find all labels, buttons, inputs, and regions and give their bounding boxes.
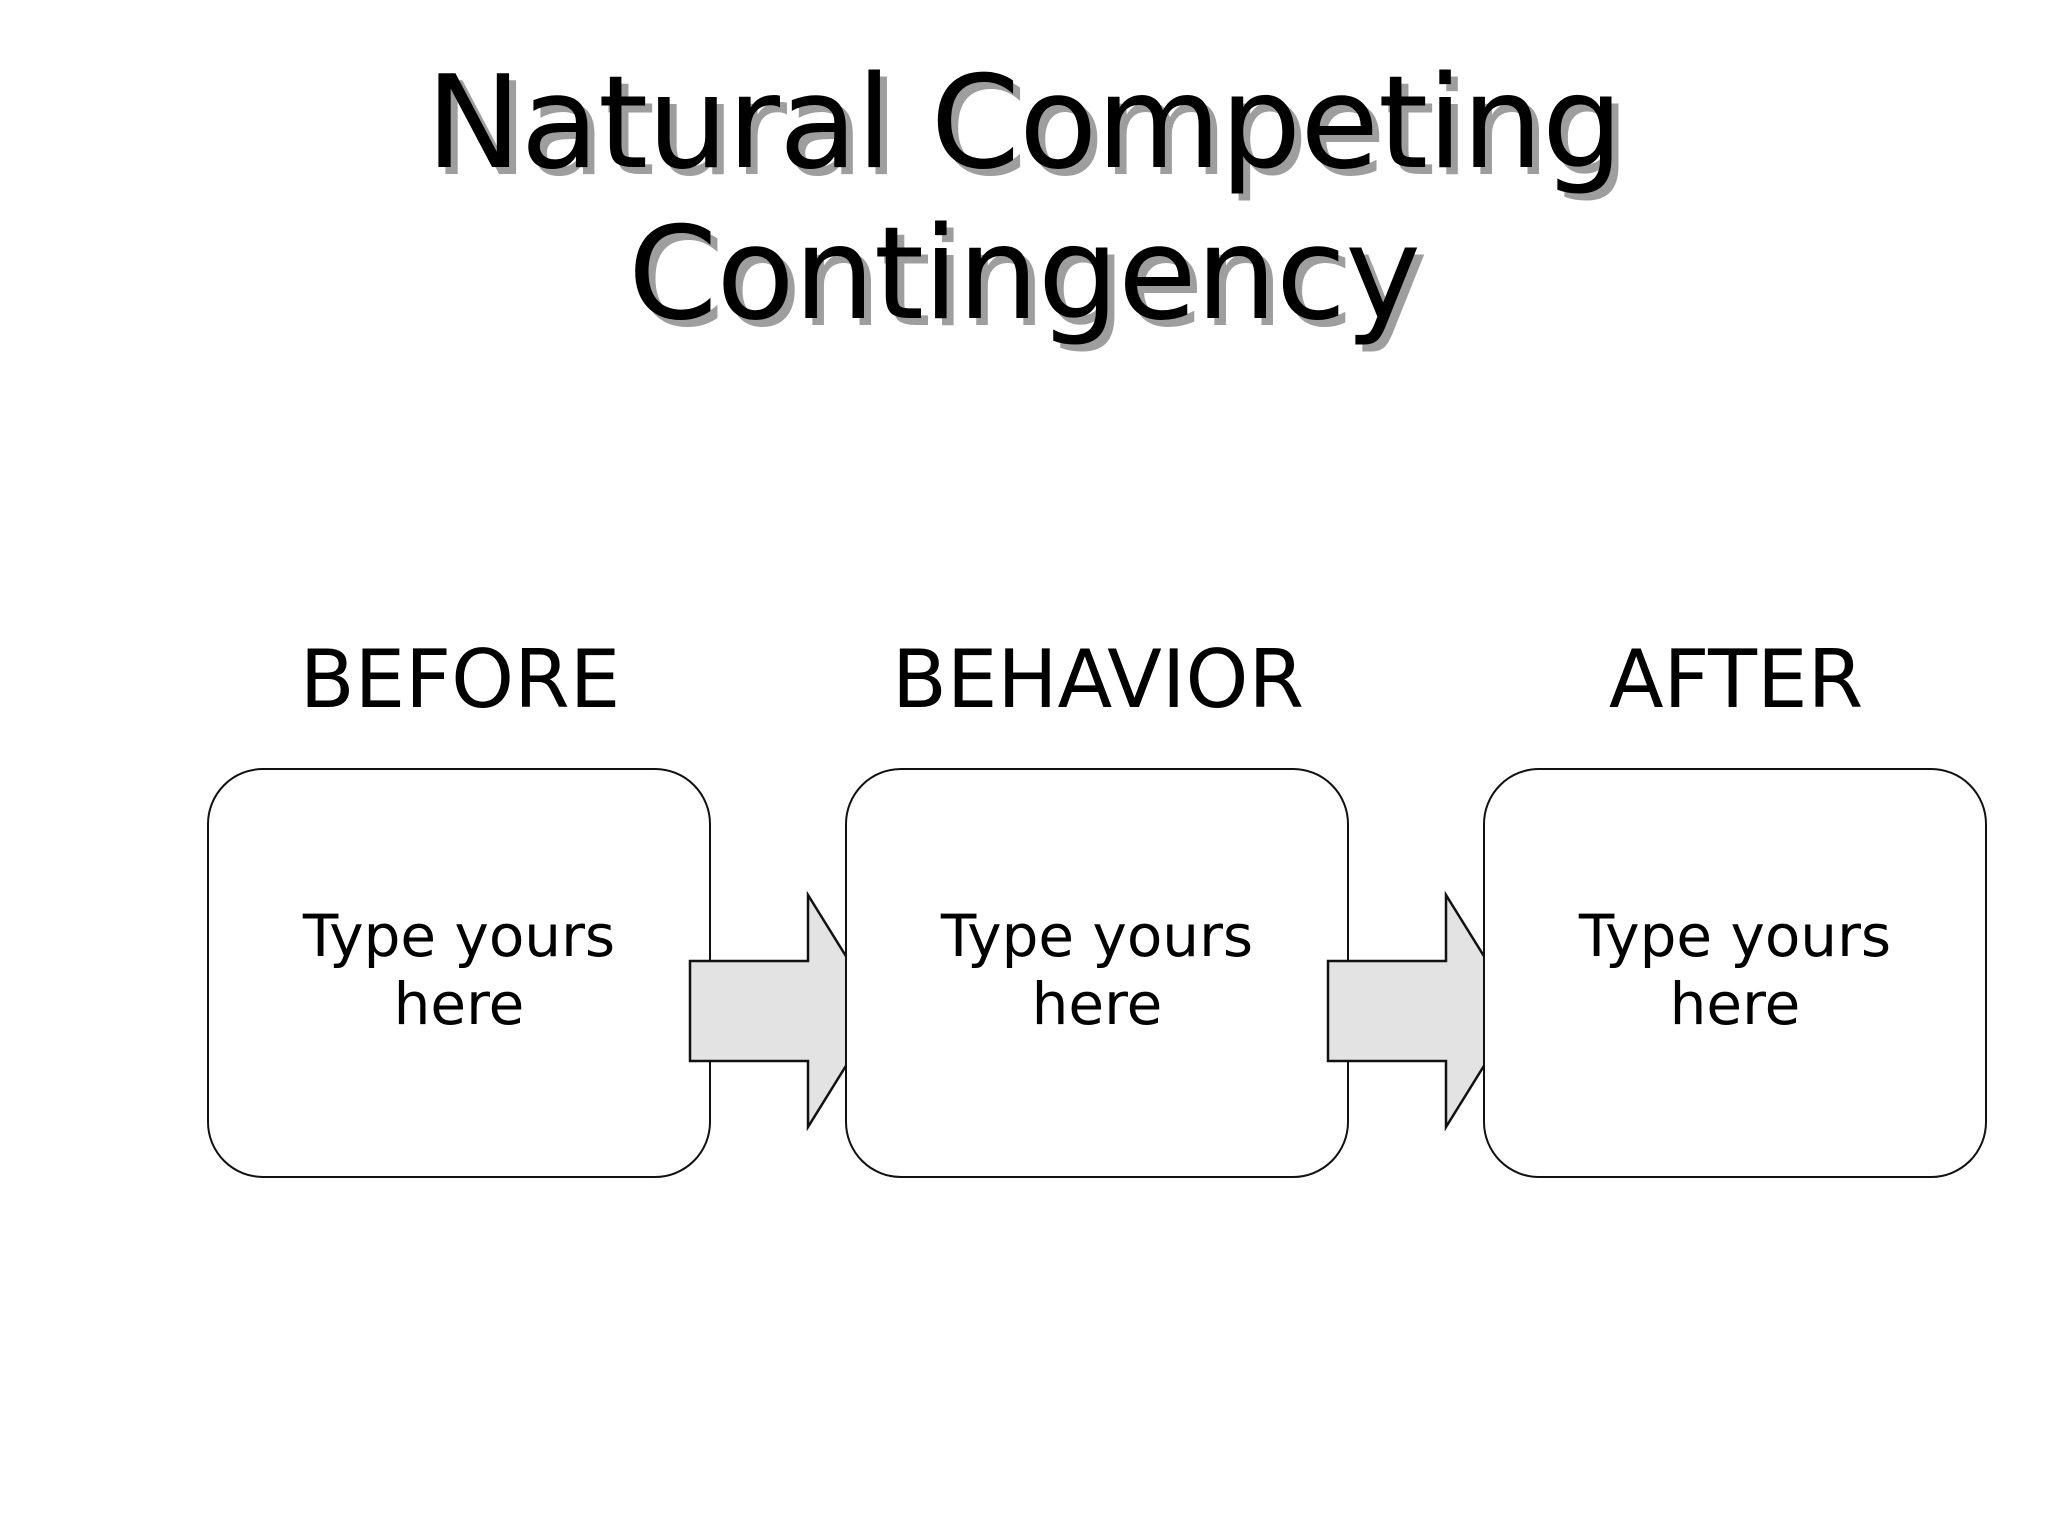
stage-behavior: BEHAVIOR Type yours here [845,640,1351,1200]
slide-title: Natural Competing Contingency [425,49,1623,350]
stage-before: BEFORE Type yours here [207,640,713,1200]
stage-label-after: AFTER [1608,633,1864,726]
stage-box-behavior[interactable]: Type yours here [845,768,1349,1178]
stage-label-behavior: BEHAVIOR [891,633,1305,726]
stage-box-after[interactable]: Type yours here [1483,768,1987,1178]
stage-box-text-before[interactable]: Type yours here [302,901,616,1038]
stage-box-text-after[interactable]: Type yours here [1578,901,1892,1038]
stage-after: AFTER Type yours here [1483,640,1989,1200]
stage-box-text-behavior[interactable]: Type yours here [940,901,1254,1038]
stage-label-before: BEFORE [299,633,621,726]
contingency-flow-row: BEFORE Type yours here BEHAVIOR Type you… [0,640,2048,1240]
stage-box-before[interactable]: Type yours here [207,768,711,1178]
